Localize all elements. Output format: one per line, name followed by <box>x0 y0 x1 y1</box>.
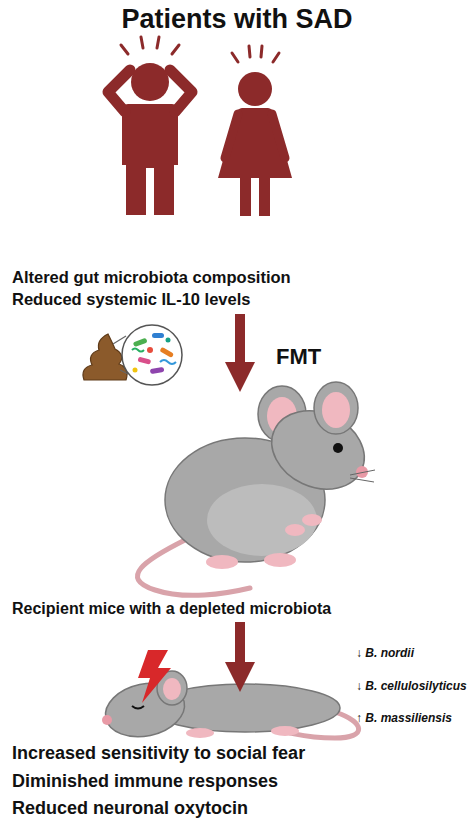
patient-man-figure <box>108 37 192 215</box>
flow-arrow <box>235 314 245 377</box>
node-text: Diminished immune responses <box>12 771 462 793</box>
bacteria-change-label: ↓ B. nordii <box>356 646 414 660</box>
recipient-mouse <box>137 382 377 595</box>
edge-label: FMT <box>276 344 321 370</box>
node-text: Reduced systemic IL-10 levels <box>12 290 412 310</box>
stool-icon <box>83 334 128 380</box>
node-text: Reduced neuronal oxytocin <box>12 798 462 820</box>
figure-title: Patients with SAD <box>0 4 474 35</box>
node-text: Altered gut microbiota composition <box>12 268 412 288</box>
bacteria-change-label: ↑ B. massiliensis <box>356 711 452 725</box>
flow-arrow <box>235 622 245 677</box>
node-text: Increased sensitivity to social fear <box>12 743 462 765</box>
microbiota-circle <box>122 325 182 385</box>
node-text: Recipient mice with a depleted microbiot… <box>12 599 432 618</box>
patient-findings: Altered gut microbiota compositionReduce… <box>12 266 412 310</box>
patient-woman-figure <box>218 46 292 216</box>
bacteria-change-label: ↓ B. cellulosilyticus <box>356 679 467 693</box>
affected-mouse <box>100 650 358 744</box>
recipient-mice-group: Recipient mice with a depleted microbiot… <box>12 392 432 618</box>
